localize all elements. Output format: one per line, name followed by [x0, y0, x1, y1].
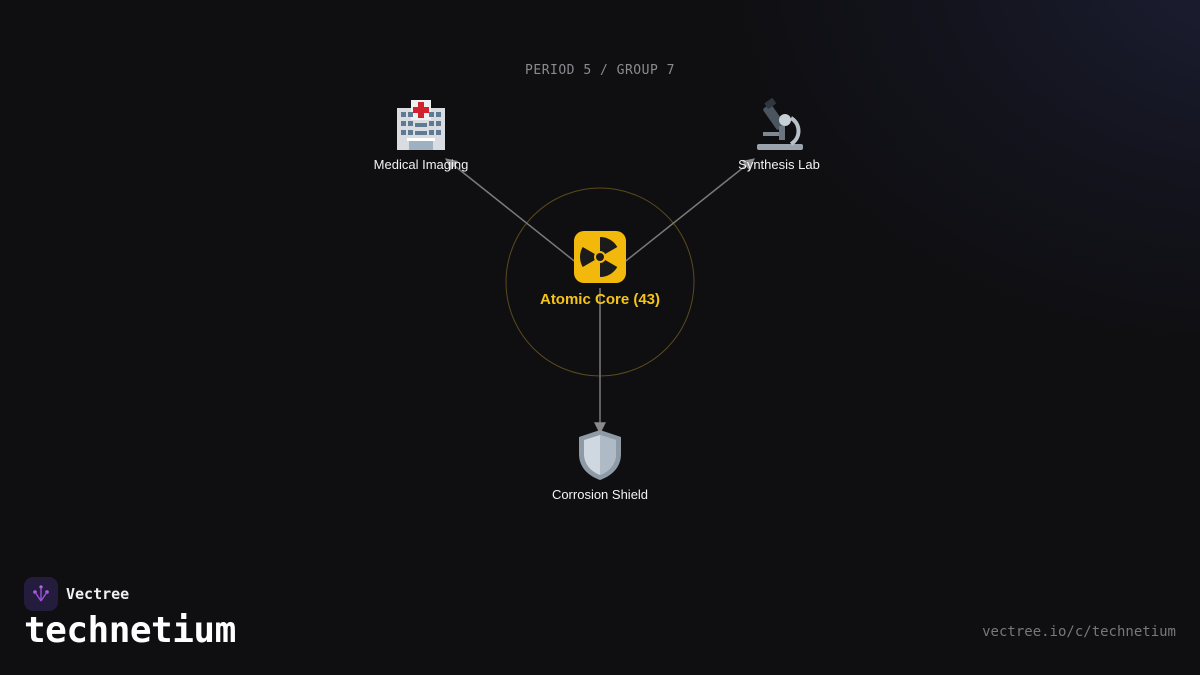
hospital-icon [321, 97, 521, 153]
node-medical-imaging[interactable]: Medical Imaging [321, 97, 521, 172]
microscope-icon [679, 97, 879, 153]
node-label: Corrosion Shield [551, 487, 649, 502]
vectree-logo-icon [24, 577, 58, 611]
brand[interactable]: Vectree [24, 577, 129, 611]
page-url[interactable]: vectree.io/c/technetium [982, 624, 1176, 640]
diagram-subtitle: PERIOD 5 / GROUP 7 [525, 63, 675, 78]
radioactive-icon [500, 229, 700, 285]
node-label: Synthesis Lab [738, 157, 820, 172]
center-node-label: Atomic Core (43) [539, 291, 661, 308]
node-synthesis-lab[interactable]: Synthesis Lab [679, 97, 879, 172]
edge-synthesis-lab [621, 158, 755, 265]
brand-name: Vectree [66, 585, 130, 603]
edge-medical-imaging [445, 158, 579, 265]
shield-icon [500, 427, 700, 483]
node-corrosion-shield[interactable]: Corrosion Shield [500, 427, 700, 502]
node-label: Medical Imaging [373, 157, 469, 172]
page-title: technetium [24, 610, 236, 651]
center-node[interactable]: Atomic Core (43) [500, 229, 700, 308]
